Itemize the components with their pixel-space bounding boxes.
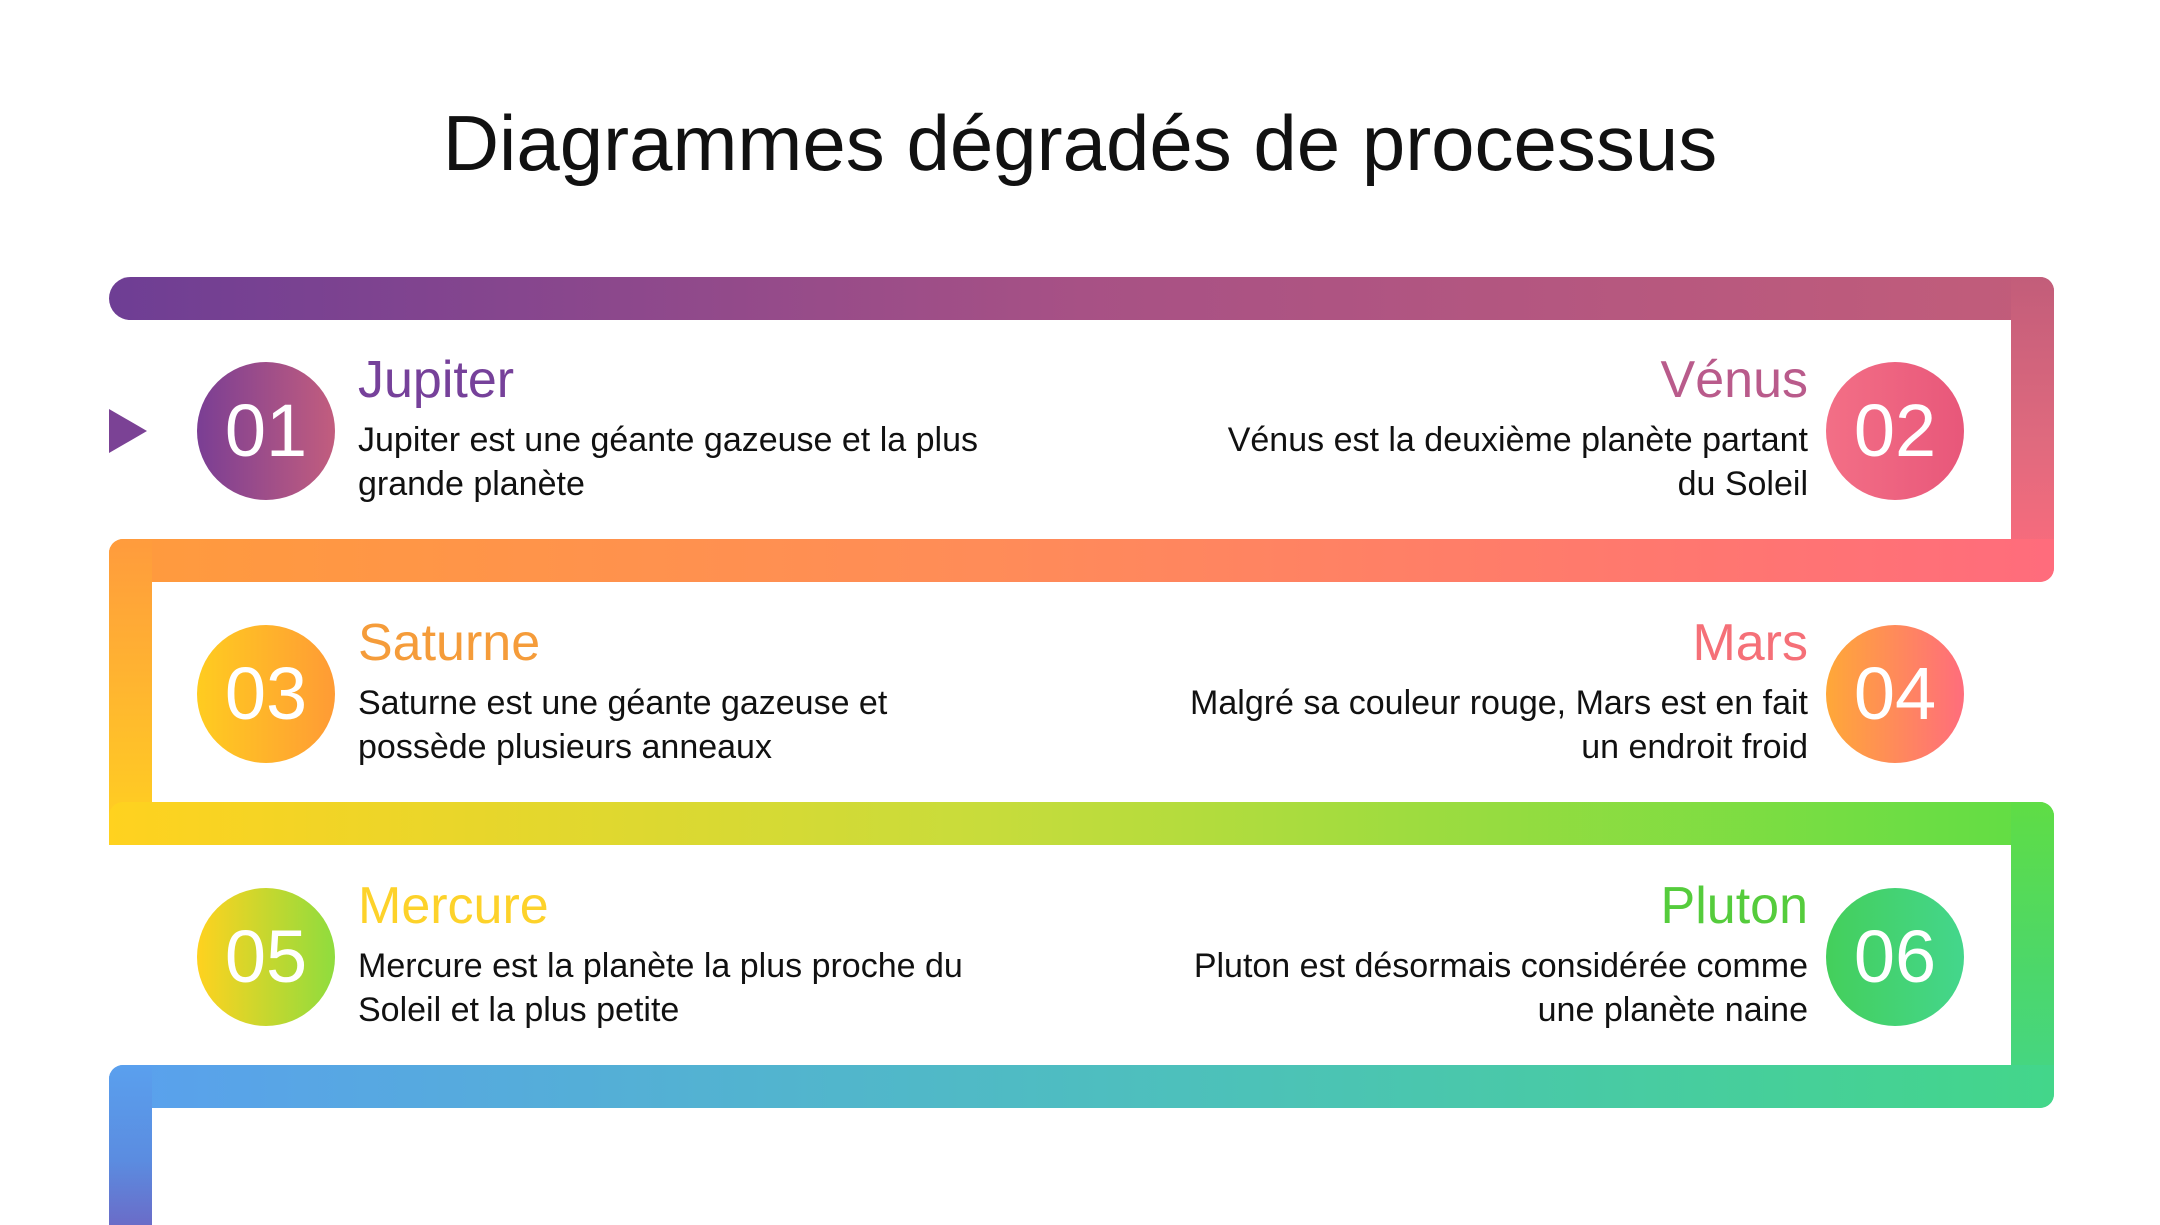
process-path-segment-3 [109, 802, 2054, 845]
step-content: Mercure Mercure est la planète la plus p… [358, 876, 978, 1032]
step-title: Mercure [358, 877, 549, 935]
step-description: Jupiter est une géante gazeuse et la plu… [358, 421, 978, 503]
step-number-badge: 03 [197, 625, 335, 763]
step-title: Jupiter [358, 351, 515, 409]
step-title: Mars [1692, 614, 1808, 672]
step-number-badge: 01 [197, 362, 335, 500]
step-content: Saturne Saturne est une géante gazeuse e… [358, 613, 978, 769]
process-path-turn-1 [2011, 277, 2054, 582]
start-arrow-icon [109, 409, 147, 453]
step-title: Saturne [358, 614, 541, 672]
process-path-segment-1 [109, 277, 2054, 320]
step-description: Vénus est la deuxième planète partant du… [1227, 421, 1808, 503]
step-number-badge: 06 [1826, 888, 1964, 1026]
step-title: Pluton [1660, 877, 1808, 935]
step-content: Mars Malgré sa couleur rouge, Mars est e… [1188, 613, 1808, 769]
step-description: Mercure est la planète la plus proche du… [358, 947, 963, 1029]
process-path-turn-3 [2011, 802, 2054, 1108]
process-path-tail [109, 1065, 152, 1225]
step-content: Vénus Vénus est la deuxième planète part… [1188, 350, 1808, 506]
step-description: Pluton est désormais considérée comme un… [1193, 947, 1808, 1029]
step-title: Vénus [1660, 351, 1808, 409]
step-number-badge: 02 [1826, 362, 1964, 500]
step-number-badge: 05 [197, 888, 335, 1026]
step-description: Malgré sa couleur rouge, Mars est en fai… [1190, 684, 1808, 766]
process-path-segment-4 [109, 1065, 2054, 1108]
step-content: Jupiter Jupiter est une géante gazeuse e… [358, 350, 978, 506]
step-content: Pluton Pluton est désormais considérée c… [1188, 876, 1808, 1032]
process-path-segment-2 [109, 539, 2054, 582]
step-number-badge: 04 [1826, 625, 1964, 763]
step-description: Saturne est une géante gazeuse et possèd… [358, 684, 888, 766]
slide-title: Diagrammes dégradés de processus [442, 99, 1718, 187]
process-path-turn-2 [109, 539, 152, 845]
